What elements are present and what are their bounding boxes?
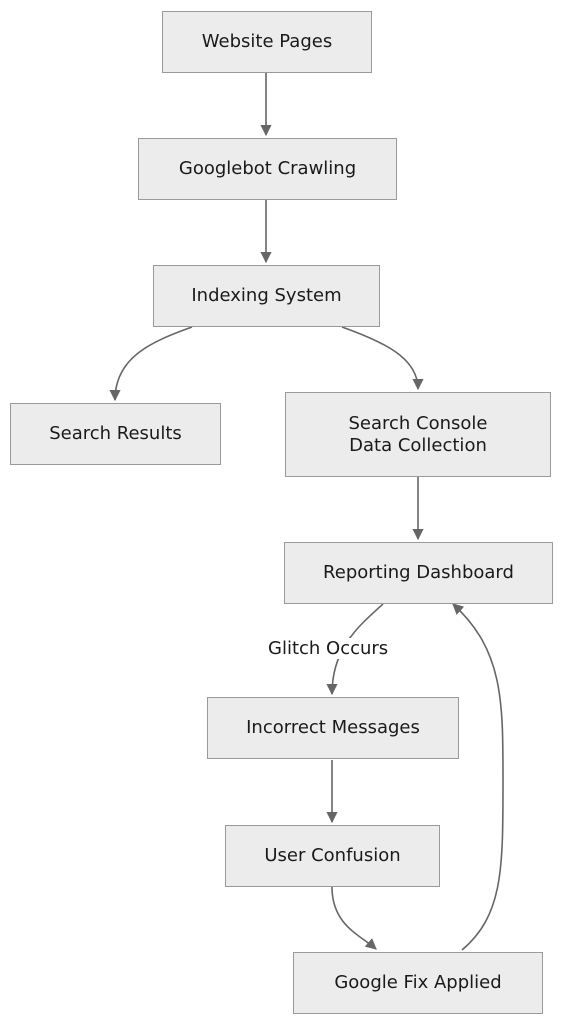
node-search-results: Search Results	[10, 403, 221, 465]
node-incorrect-messages: Incorrect Messages	[207, 697, 459, 759]
node-reporting-dashboard: Reporting Dashboard	[284, 542, 553, 604]
edge-indexing-to-search-results	[109, 326, 193, 402]
node-website-pages: Website Pages	[162, 11, 372, 73]
edge-indexing-to-search-console	[341, 326, 424, 391]
node-search-console-data-collection: Search Console Data Collection	[285, 392, 551, 477]
edge-user-confusion-to-google-fix	[331, 886, 377, 950]
edge-label-glitch-occurs: Glitch Occurs	[266, 638, 391, 659]
node-indexing-system: Indexing System	[153, 265, 380, 327]
node-user-confusion: User Confusion	[225, 825, 440, 887]
node-google-fix-applied: Google Fix Applied	[293, 952, 543, 1014]
node-googlebot-crawling: Googlebot Crawling	[138, 138, 397, 200]
edge-google-fix-to-dashboard	[452, 603, 504, 951]
